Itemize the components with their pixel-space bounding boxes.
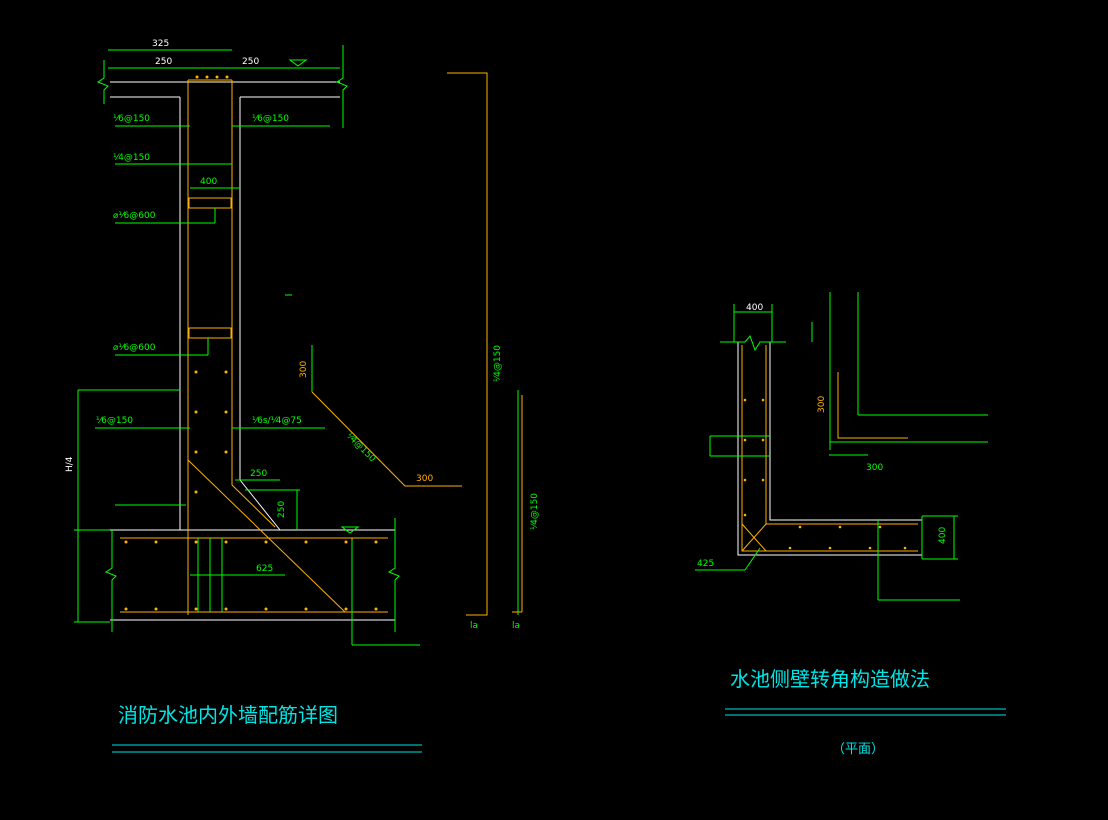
dim-625: 625 (256, 564, 273, 574)
label-h4: H/4 (65, 456, 75, 472)
dim-250b: 250 (242, 57, 259, 67)
dim-300h: 300 (416, 474, 433, 484)
label-la2: la (512, 621, 520, 631)
rebar-label-2: ⅟6@150 (252, 114, 289, 124)
rebar-label-5: ⌀⅟6@600 (113, 343, 156, 353)
right-title: 水池侧壁转角构造做法 (730, 667, 930, 691)
rebar-label-7: ⅟6s/⅟4@75 (252, 416, 302, 426)
dim-250d: 250 (277, 501, 287, 518)
dim-400-right: 400 (938, 527, 948, 544)
dim-400-top: 400 (746, 303, 763, 313)
dim-325: 325 (152, 39, 169, 49)
dim-300-h: 300 (866, 463, 883, 473)
rebar-label-4: ⌀⅟6@600 (113, 211, 156, 221)
right-subtitle: （平面） (832, 742, 884, 757)
dim-425: 425 (697, 559, 714, 569)
dim-250c: 250 (250, 469, 267, 479)
dim-250a: 250 (155, 57, 172, 67)
rebar-label-3: ⅟4@150 (113, 153, 150, 163)
dim-300-v: 300 (817, 396, 827, 413)
left-wall-detail: 325 250 250 400 250 250 625 300 300 ⅟6@1… (65, 39, 540, 753)
dim-300v: 300 (299, 361, 309, 378)
right-corner-detail: 400 300 300 400 425 水池侧壁转角构造做法 （平面） (695, 292, 1006, 757)
rebar-label-8: ⅟4@150 (344, 431, 377, 464)
left-title: 消防水池内外墙配筋详图 (118, 703, 338, 727)
rebar-label-6: ⅟6@150 (96, 416, 133, 426)
rebar-label-9: ⅟4@150 (493, 345, 503, 382)
dim-400: 400 (200, 177, 217, 187)
rebar-label-10: ⅟4@150 (530, 493, 540, 530)
label-la1: la (470, 621, 478, 631)
rebar-label-1: ⅟6@150 (113, 114, 150, 124)
